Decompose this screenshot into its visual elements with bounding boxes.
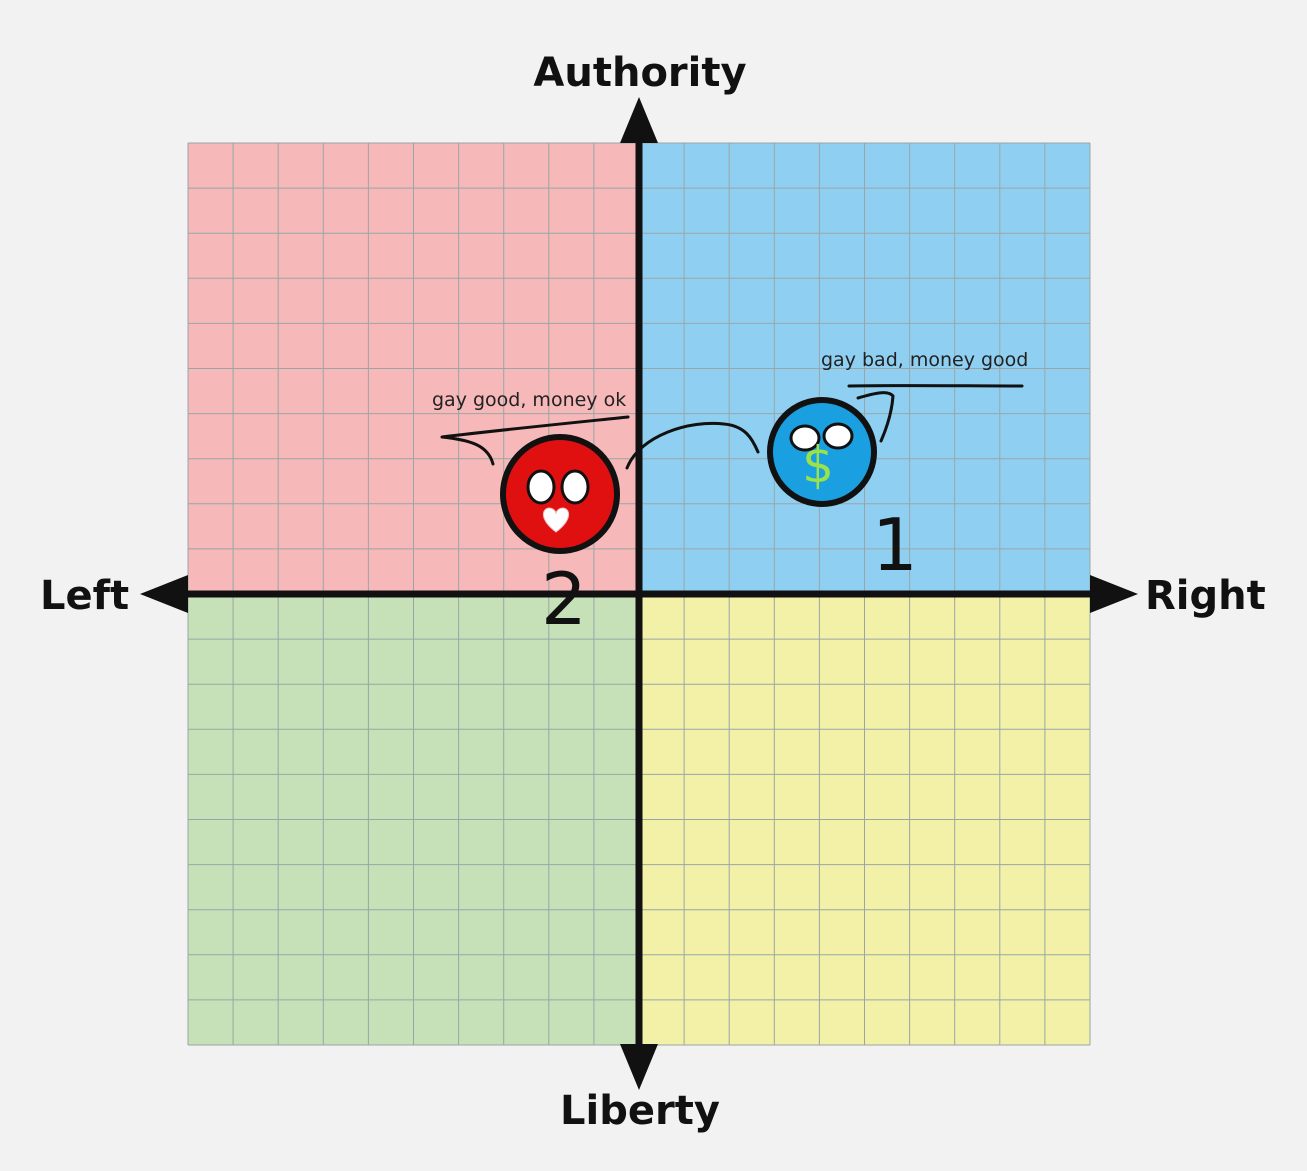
heart-icon — [542, 507, 570, 533]
arrow-left-icon — [140, 575, 188, 613]
red-ball-caption: gay good, money ok — [432, 389, 626, 411]
blue-ball: $ — [767, 397, 877, 507]
arrow-down-icon — [620, 1044, 658, 1090]
axis-label-authority: Authority — [533, 50, 746, 96]
blue-ball-pointer — [847, 384, 1024, 443]
blue-ball-caption: gay bad, money good — [821, 349, 1028, 371]
red-ball-left-eye — [526, 469, 556, 505]
axis-label-right: Right — [1145, 573, 1266, 619]
blue-ball-right-eye — [822, 422, 854, 450]
arrow-up-icon — [620, 97, 658, 143]
red-ball-pointer — [440, 415, 630, 466]
dollar-icon: $ — [802, 436, 834, 494]
axis-label-left: Left — [40, 573, 129, 619]
red-ball-right-eye — [560, 469, 590, 505]
connector-arc — [625, 421, 760, 470]
arrow-right-icon — [1090, 575, 1138, 613]
blue-ball-number: 1 — [872, 503, 918, 587]
axis-label-liberty: Liberty — [560, 1088, 720, 1134]
red-ball — [500, 434, 620, 554]
blue-ball-left-eye — [789, 424, 821, 452]
red-ball-number: 2 — [541, 557, 587, 641]
